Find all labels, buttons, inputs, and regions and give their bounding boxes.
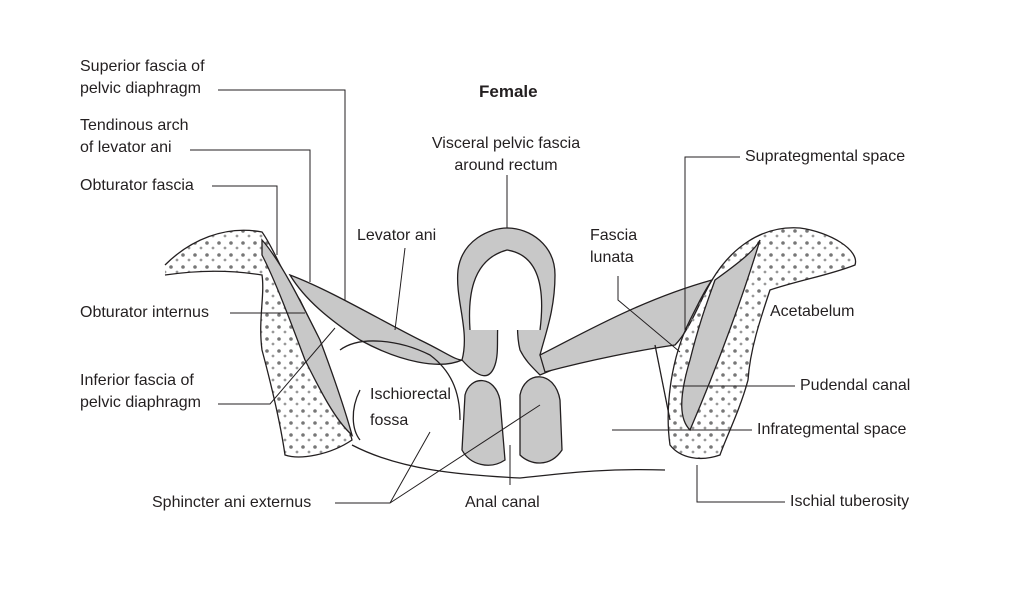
left-obturator-internus: [261, 238, 354, 437]
left-ischiorectal-fossa-outline: [339, 340, 461, 421]
label-sphincter-ani-externus: Sphincter ani externus: [152, 494, 312, 511]
label-line: Tendinous arch: [80, 117, 189, 134]
label-line: Inferior fascia of: [80, 372, 194, 389]
label-line: of levator ani: [80, 139, 172, 156]
label-anal-canal: Anal canal: [465, 494, 540, 511]
label-fascia-lunata: Fascia lunata: [590, 225, 637, 269]
label-ischiorectal-fossa: Ischiorectal fossa: [370, 382, 451, 434]
diagram-title: Female: [479, 82, 538, 101]
label-visceral-fascia: Visceral pelvic fascia around rectum: [420, 133, 592, 177]
label-inferior-fascia: Inferior fascia of pelvic diaphragm: [80, 370, 201, 414]
perineum-skin: [351, 444, 666, 479]
leader-lines: [190, 89, 795, 504]
label-ischial-tuberosity: Ischial tuberosity: [790, 493, 910, 510]
label-obturator-fascia: Obturator fascia: [80, 177, 194, 194]
label-tendinous-arch: Tendinous arch of levator ani: [80, 115, 189, 159]
label-line: Visceral pelvic fascia: [431, 135, 581, 152]
label-levator-ani: Levator ani: [357, 227, 437, 244]
label-line: around rectum: [454, 157, 558, 174]
right-fossa-outline: [654, 344, 671, 421]
label-line: Superior fascia of: [80, 58, 205, 75]
label-acetabelum: Acetabelum: [770, 303, 855, 320]
label-superior-fascia: Superior fascia of pelvic diaphragm: [80, 56, 205, 100]
label-line: fossa: [370, 412, 409, 429]
label-line: lunata: [590, 249, 634, 266]
label-line: Fascia: [590, 227, 638, 244]
label-line: pelvic diaphragm: [80, 394, 201, 411]
right-obturator-internus: [681, 239, 761, 432]
label-pudendal-canal: Pudendal canal: [800, 377, 911, 394]
right-sphincter-ani-externus: [519, 376, 563, 464]
label-obturator-internus: Obturator internus: [80, 304, 209, 321]
left-ischium-bone: [164, 229, 353, 458]
label-suprategmental-space: Suprategmental space: [745, 148, 906, 165]
left-sphincter-ani-externus: [461, 379, 506, 466]
label-infrategmental-space: Infrategmental space: [757, 421, 907, 438]
label-line: pelvic diaphragm: [80, 80, 201, 97]
label-line: Ischiorectal: [370, 386, 451, 403]
